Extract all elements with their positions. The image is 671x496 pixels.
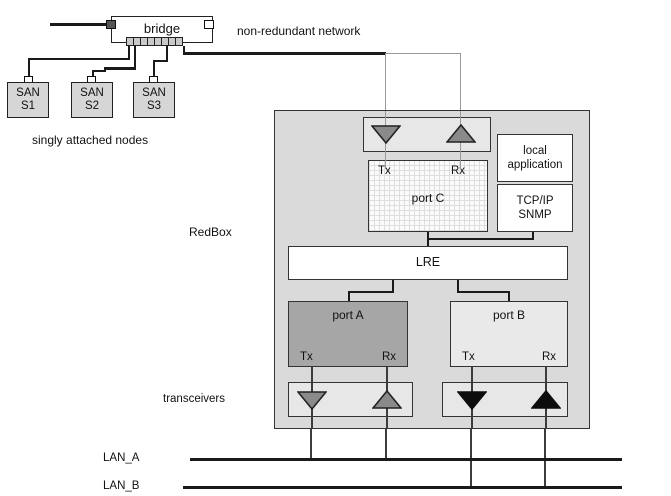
wire-bridge-to-s1 [28,58,30,78]
port-c-rx-label: Rx [451,165,466,177]
connector-lre-portb [457,280,459,293]
port-a-rx-label: Rx [381,351,396,363]
port-c-label: port C [411,191,445,205]
connector-lre-porta [348,291,350,302]
connector-lre-porta [392,280,394,293]
redbox-label: RedBox [189,225,232,239]
connector-lre-portb [508,291,510,302]
transceivers-label: transceivers [163,393,225,405]
bridge-port-strip [126,37,183,46]
port-c-tx-label: Tx [378,165,391,177]
port-c-box: Tx Rx port C [368,160,488,232]
local-application-label: application [507,159,563,171]
san-id-label: S3 [146,100,162,112]
lan-a-bus-line [190,458,622,461]
wire-left-trunk [50,23,110,26]
local-application-label: local [523,145,547,157]
connector-lre-porta [348,291,394,293]
lan-b-rx-up-arrow-icon [531,390,561,409]
tcpip-snmp-box: TCP/IP SNMP [497,184,573,232]
wire-bridge-to-s2 [92,70,106,72]
lan-a-tx-down-arrow-icon [297,391,327,410]
wire-bridge-to-s2 [104,67,136,70]
wire-bridge-to-s3 [153,60,168,62]
lan-b-label: LAN_B [103,480,140,492]
wire-bridge-to-s3 [166,46,168,62]
snmp-label: SNMP [518,209,552,221]
tcpip-label: TCP/IP [516,195,554,207]
san-type-label: SAN [142,87,166,99]
port-c-rx-up-arrow-icon [446,124,476,143]
wire-bridge-to-s3 [153,60,155,78]
wire-bridge-to-s2 [104,67,106,72]
lan-a-label: LAN_A [103,452,140,464]
wire-bridge-to-s1 [128,46,130,60]
wire-non-redundant [183,52,386,55]
wire-porta-tx [310,429,312,460]
lan-a-rx-up-arrow-icon [372,390,402,409]
wire-nr-thin-horizontal [385,53,461,54]
port-b-box: port B Tx Rx [450,301,568,367]
bridge-port-cell [175,37,183,46]
lre-label: LRE [415,255,441,269]
san-node-s2: SAN S2 [71,82,113,118]
local-application-box: local application [497,134,573,182]
wire-nr-drop-rx [460,53,461,110]
lan-b-bus-line [183,486,622,489]
port-a-box: port A Tx Rx [288,301,408,367]
singly-attached-nodes-label: singly attached nodes [32,133,149,147]
connector-snmp-lre [532,232,534,239]
wire-non-redundant [183,46,185,55]
bridge-label: bridge [143,21,181,36]
lan-b-tx-down-arrow-icon [457,391,487,410]
non-redundant-network-label: non-redundant network [237,24,361,38]
port-b-tx-label: Tx [462,351,475,363]
port-b-label: port B [492,308,525,322]
wire-porta-rx [385,429,387,460]
bridge-left-port [106,20,116,29]
redbox-container: Tx Rx port C local application TCP/IP SN… [274,110,590,429]
lre-box: LRE [288,246,568,280]
san-type-label: SAN [80,87,104,99]
san-id-label: S2 [84,100,100,112]
san-id-label: S1 [20,100,36,112]
port-a-label: port A [332,308,364,322]
connector-portc-lre [427,238,534,240]
wire-bridge-to-s2 [134,46,136,69]
bridge-right-port [204,20,214,29]
wire-nr-drop-tx [385,53,386,110]
wire-bridge-to-s2 [92,70,94,78]
connector-lre-portb [457,291,510,293]
san-type-label: SAN [16,87,40,99]
port-c-tx-down-arrow-icon [371,125,401,144]
port-a-tx-label: Tx [300,351,313,363]
port-b-rx-label: Rx [541,351,556,363]
wire-bridge-to-s1 [28,58,130,60]
san-node-s1: SAN S1 [7,82,49,118]
san-node-s3: SAN S3 [133,82,175,118]
